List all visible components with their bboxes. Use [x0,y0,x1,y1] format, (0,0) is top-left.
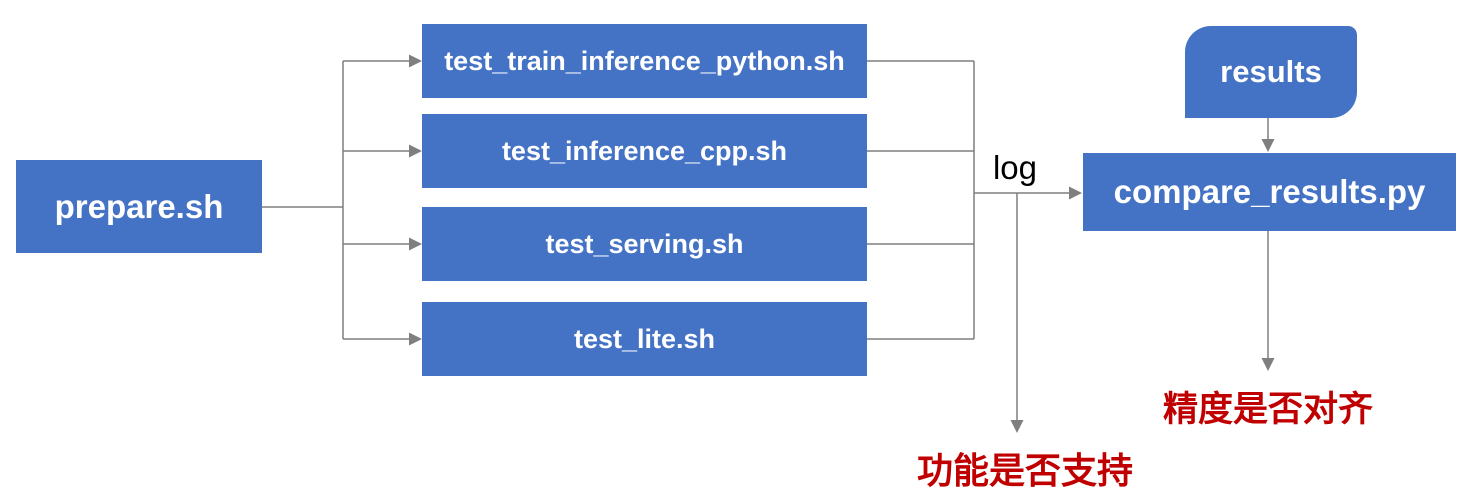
annotation-precision-alignment: 精度是否对齐 [1162,390,1373,429]
node-test-train-inference-python-sh: test_train_inference_python.sh [422,24,867,98]
node-prepare-sh: prepare.sh [16,160,262,253]
arrowhead-to-test-serving [409,237,422,251]
arrowhead-log-to-compare [1069,186,1082,200]
node-test-inference-cpp-sh: test_inference_cpp.sh [422,114,867,188]
arrowhead-to-precision [1261,358,1275,371]
edge-label-log: log [992,149,1038,186]
arrowhead-to-test-inference-cpp [409,144,422,158]
node-compare-results-py: compare_results.py [1083,153,1456,231]
arrowhead-to-function-support [1010,420,1024,433]
node-test-lite-sh: test_lite.sh [422,302,867,376]
arrowhead-to-test-lite [409,332,422,346]
arrowhead-results-to-compare [1261,139,1275,152]
node-test-serving-sh: test_serving.sh [422,207,867,281]
node-results: results [1185,26,1357,118]
annotation-function-support: 功能是否支持 [916,450,1133,491]
arrowhead-to-test-train-inference-python [409,54,422,68]
